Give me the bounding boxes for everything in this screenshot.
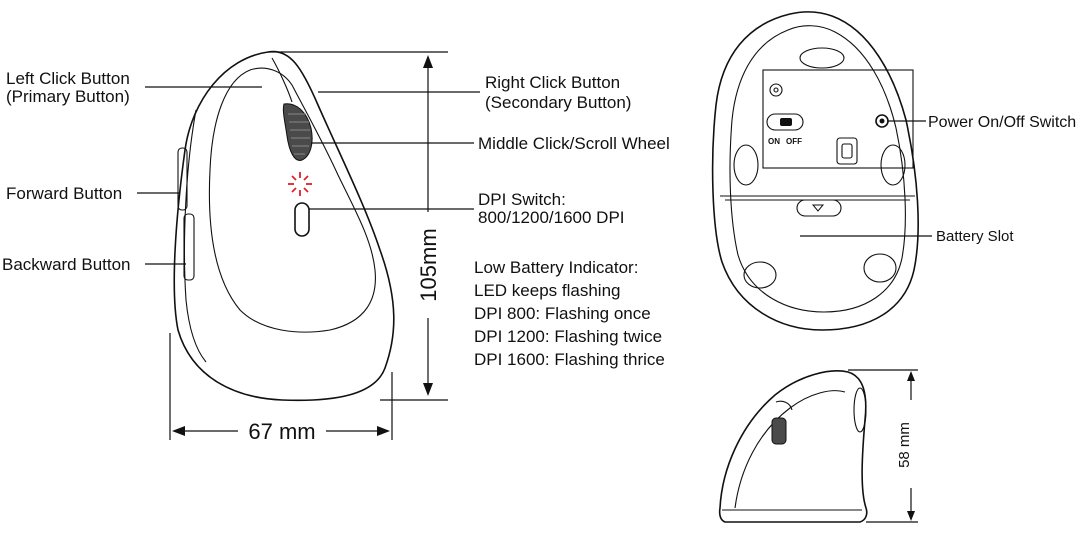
switch-off-label: OFF bbox=[786, 137, 802, 146]
height-dimension-label: 105mm bbox=[416, 228, 441, 301]
top-view-button-split bbox=[271, 57, 293, 103]
screw-hole bbox=[769, 83, 783, 97]
top-view-mouse bbox=[173, 50, 395, 402]
side-view-button-edge bbox=[775, 400, 793, 411]
power-switch-slider[interactable] bbox=[766, 113, 804, 131]
side-view-button-pad bbox=[853, 387, 867, 433]
battery-cover bbox=[720, 195, 915, 201]
optical-sensor bbox=[836, 137, 858, 165]
battery-cover-latch[interactable] bbox=[796, 199, 842, 217]
left-click-label-2: (Primary Button) bbox=[6, 87, 130, 106]
width-dimension-label: 67 mm bbox=[248, 419, 315, 444]
scroll-wheel-ridges bbox=[288, 113, 310, 155]
bottom-view-outline bbox=[711, 11, 919, 331]
sensor-plate bbox=[762, 69, 914, 169]
screw-hole-inner bbox=[773, 87, 779, 93]
bottom-view-leaders bbox=[800, 120, 932, 237]
battery-latch-arrow bbox=[811, 204, 825, 212]
right-click-label-1: Right Click Button bbox=[485, 73, 620, 92]
low-battery-line-4: DPI 1200: Flashing twice bbox=[474, 327, 662, 346]
forward-button-label: Forward Button bbox=[6, 184, 122, 203]
top-view-outline bbox=[173, 50, 395, 402]
left-foot-pad bbox=[733, 144, 759, 186]
power-switch-dot bbox=[879, 118, 885, 124]
backward-button[interactable] bbox=[183, 213, 195, 281]
bottom-view-mouse bbox=[711, 11, 919, 331]
side-view-thumb-rest bbox=[734, 390, 846, 509]
side-view-outline bbox=[718, 370, 868, 523]
battery-slot-label: Battery Slot bbox=[936, 228, 1014, 245]
dpi-switch-button[interactable] bbox=[294, 202, 310, 237]
backward-button-label: Backward Button bbox=[2, 255, 131, 274]
optical-sensor-lens bbox=[841, 143, 853, 159]
side-view-scroll-wheel bbox=[771, 417, 787, 445]
right-foot-pad bbox=[880, 144, 906, 186]
bottom-right-foot-pad bbox=[863, 253, 897, 283]
low-battery-line-2: LED keeps flashing bbox=[474, 281, 620, 300]
top-foot-pad bbox=[799, 47, 845, 69]
power-switch-knob bbox=[780, 118, 792, 126]
scroll-wheel[interactable] bbox=[282, 103, 313, 161]
led-indicator bbox=[288, 172, 312, 196]
top-view-palm-contour bbox=[208, 67, 376, 333]
dpi-switch-label-1: DPI Switch: bbox=[478, 190, 566, 209]
dpi-switch-label-2: 800/1200/1600 DPI bbox=[478, 208, 625, 227]
bottom-view-rim bbox=[729, 25, 906, 313]
low-battery-line-1: Low Battery Indicator: bbox=[474, 258, 638, 277]
low-battery-line-3: DPI 800: Flashing once bbox=[474, 304, 651, 323]
top-view-leaders bbox=[137, 86, 480, 265]
side-height-dimension-label: 58 mm bbox=[896, 422, 913, 468]
left-click-label-1: Left Click Button bbox=[6, 69, 130, 88]
switch-on-label: ON bbox=[768, 137, 780, 146]
right-click-label-2: (Secondary Button) bbox=[485, 93, 631, 112]
middle-click-label: Middle Click/Scroll Wheel bbox=[478, 134, 670, 153]
low-battery-line-5: DPI 1600: Flashing thrice bbox=[474, 350, 665, 369]
side-view-dimensions bbox=[848, 369, 918, 523]
forward-button[interactable] bbox=[177, 147, 188, 211]
side-view-mouse bbox=[718, 370, 868, 523]
top-view-left-edge bbox=[183, 109, 207, 363]
bottom-left-foot-pad bbox=[743, 261, 777, 289]
top-view-dimensions bbox=[169, 51, 448, 440]
power-switch-label: Power On/Off Switch bbox=[928, 114, 1076, 131]
